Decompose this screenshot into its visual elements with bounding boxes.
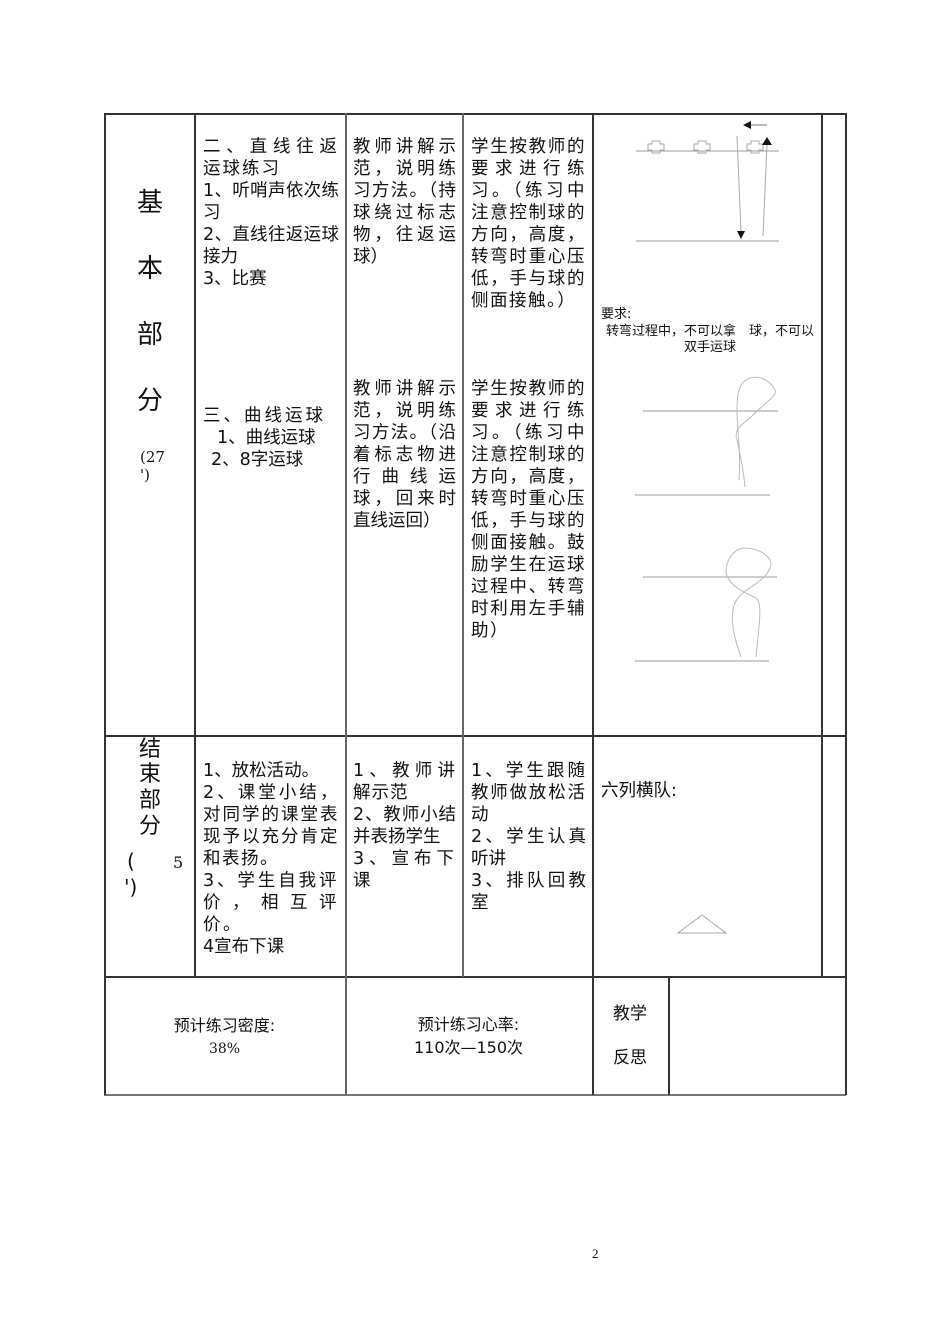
drill-1-teacher: 教师讲解示范，说明练习方法。（持球绕过标志物，往返运球） [353, 137, 456, 267]
end-duration-close: ') [124, 875, 138, 899]
end-teacher-1: 1、教师讲解示范 [353, 761, 456, 803]
table-bottom-border [104, 1094, 846, 1096]
drill-1-item-1: 1、听哨声依次练习 [203, 181, 339, 223]
drill-2-content: 三、曲线运球 1、曲线运球 2、8字运球 [203, 405, 341, 471]
reflection-label-1: 教学 [613, 1004, 647, 1024]
col-divider-4 [592, 113, 594, 1095]
end-section-label-1: 结 [138, 737, 161, 762]
table-left-border [104, 113, 106, 1095]
end-duration-open: ( [127, 849, 135, 873]
col-divider-5 [821, 113, 823, 977]
reflection-value[interactable] [676, 1000, 836, 1080]
end-content: 1、放松活动。 2、课堂小结，对同学的课堂表现予以充分肯定和表扬。 3、学生自我… [203, 760, 339, 958]
basic-section-label-1: 基 [136, 188, 163, 218]
straight-dribble-diagram [636, 121, 779, 242]
drill-2-item-1: 1、曲线运球 [217, 428, 316, 448]
col-divider-3 [462, 113, 464, 977]
row-divider-basic-end [104, 735, 846, 737]
drill-1-content: 二、直线往返运球练习 1、听哨声依次练习 2、直线往返运球接力 3、比赛 [203, 136, 339, 290]
page-number: 2 [592, 1246, 599, 1261]
table-right-border [845, 113, 847, 1095]
drill-2-item-2: 2、8字运球 [211, 450, 304, 470]
heart-rate-value: 110次—150次 [413, 1038, 524, 1057]
end-content-3: 3、学生自我评价，相互评价。 [203, 871, 339, 935]
density-value: 38% [208, 1041, 241, 1057]
end-section-label-4: 分 [138, 814, 161, 839]
basic-section-label-3: 部 [136, 320, 163, 350]
heart-rate-label: 预计练习心率: [417, 1015, 520, 1034]
end-student: 1、学生跟随教师做放松活动 2、学生认真听讲 3、排队回教室 [471, 760, 586, 914]
end-duration-value: 5 [173, 853, 184, 872]
end-teacher-2: 2、教师小结并表扬学生 [353, 805, 456, 847]
end-section-label-3: 部 [138, 788, 161, 813]
drill-2-title: 三、曲线运球 [203, 406, 326, 426]
formation-label: 六列横队: [601, 781, 677, 801]
teacher-position-triangle-icon [676, 914, 728, 934]
end-student-3: 3、排队回教室 [471, 871, 586, 913]
curve-dribble-diagram [635, 376, 778, 662]
col-divider-2 [345, 113, 347, 1095]
drill-2-teacher: 教师讲解示范，说明练习方法。（沿着标志物进行曲线运球，回来时直线运回） [353, 379, 456, 531]
col-divider-1 [194, 113, 196, 977]
end-content-4: 4宣布下课 [203, 937, 285, 957]
diagram-1-note-title: 要求: [601, 307, 632, 322]
drill-2-student: 学生按教师的要求进行练习。（练习中注意控制球的方向，高度，转弯时重心压低，手与球… [471, 379, 586, 641]
drill-1-title: 二、直线往返运球练习 [203, 137, 339, 179]
end-content-1: 1、放松活动。 [203, 761, 320, 781]
reflection-label-2: 反思 [613, 1048, 647, 1068]
end-teacher: 1、教师讲解示范 2、教师小结并表扬学生 3、宣布下课 [353, 760, 456, 892]
density-label: 预计练习密度: [173, 1016, 276, 1035]
end-content-2: 2、课堂小结，对同学的课堂表现予以充分肯定和表扬。 [203, 783, 339, 869]
drill-1-item-3: 3、比赛 [203, 269, 267, 289]
basic-section-duration: (27 ') [140, 448, 165, 484]
basic-section-label-4: 分 [136, 386, 163, 416]
row-divider-end-summary [104, 976, 846, 978]
end-section-label-2: 束 [138, 762, 161, 787]
drill-1-student: 学生按教师的要求进行练习。（练习中注意控制球的方向，高度，转弯时重心压低，手与球… [471, 137, 586, 311]
summary-col-divider [668, 976, 670, 1095]
end-student-1: 1、学生跟随教师做放松活动 [471, 761, 586, 825]
diagram-1-note-body: 转弯过程中，不可以拿 球，不可以双手运球 [605, 324, 814, 355]
basic-section-label-2: 本 [136, 254, 163, 284]
table-top-border [104, 113, 846, 115]
drill-1-item-2: 2、直线往返运球接力 [203, 225, 339, 267]
end-teacher-3: 3、宣布下课 [353, 849, 456, 891]
end-student-2: 2、学生认真听讲 [471, 827, 586, 869]
